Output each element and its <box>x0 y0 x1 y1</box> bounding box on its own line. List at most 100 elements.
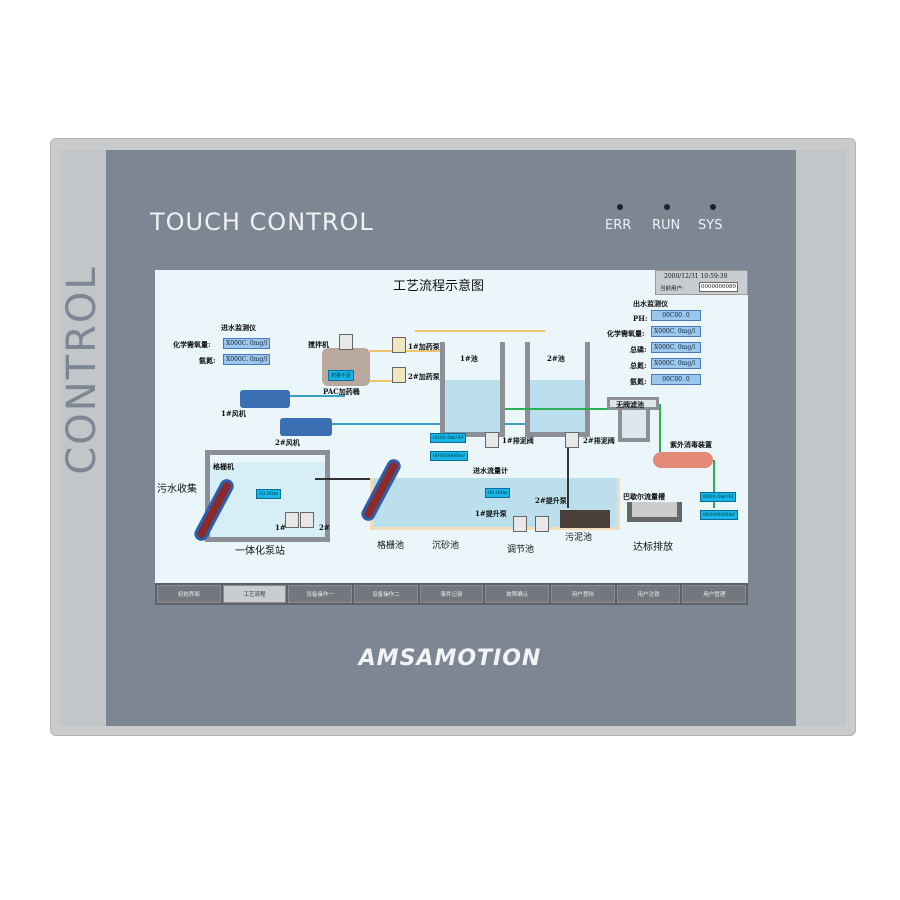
grit-pool-label: 沉砂池 <box>432 541 460 551</box>
inlet-nh3-label: 氨氮: <box>199 356 216 365</box>
outlet-tp-label: 总磷: <box>630 345 647 354</box>
current-user-value[interactable]: 0000000080 <box>699 282 738 292</box>
outlet-ph-label: PH: <box>633 314 648 323</box>
brand-text: TOUCH CONTROL <box>150 208 374 236</box>
outlet-tp-value: X000C. 0mg/l <box>651 342 701 353</box>
sludge-pipe <box>567 448 569 508</box>
dosing-pump-1-label: 1#加药泵 <box>408 342 440 351</box>
station-pump-2-label: 2# <box>319 523 330 532</box>
blower-2-icon[interactable] <box>280 418 332 436</box>
station-pump-1-icon[interactable] <box>285 512 299 528</box>
station-pump-1-label: 1# <box>275 523 286 532</box>
discharge-label: 达标排放 <box>633 542 673 553</box>
tab-fault-ack[interactable]: 故障确认 <box>485 585 550 603</box>
current-user-label: 当前用户: <box>660 286 684 292</box>
filter-body <box>618 410 650 442</box>
uv-label: 紫外消毒装置 <box>670 440 712 449</box>
inlet-monitor-title: 进水监测仪 <box>221 323 256 332</box>
blower-1-label: 1#风机 <box>221 409 246 418</box>
dose-pipe <box>370 350 445 352</box>
run-led-icon <box>664 204 670 210</box>
parshall-flume <box>627 502 682 522</box>
outlet-tn-value: X000C. 0mg/l <box>651 358 701 369</box>
blower-2-label: 2#风机 <box>275 438 300 447</box>
tank-1-label: 1#池 <box>460 354 478 363</box>
sludge-valve-2-icon[interactable] <box>565 432 579 448</box>
outlet-tn-label: 总氮: <box>630 361 647 370</box>
pump-station <box>205 450 330 542</box>
err-led-label: ERR <box>605 218 632 233</box>
tab-process-flow[interactable]: 工艺流程 <box>222 585 287 603</box>
page-title: 工艺流程示意图 <box>393 279 485 294</box>
left-side-strip <box>60 150 106 726</box>
hmi-screen: 工艺流程示意图 2000/12/31 10:59:39 当前用户: 000000… <box>155 270 748 605</box>
tank-2 <box>525 342 590 437</box>
outlet-ph-value: 00C00. 0 <box>651 310 701 321</box>
inlet-cod-label: 化学需氧量: <box>173 340 211 349</box>
tank-2-label: 2#池 <box>547 354 565 363</box>
station-level-value: 00.00m <box>256 489 282 499</box>
valveless-filter-label: 无阀滤池 <box>616 400 644 409</box>
tank-1 <box>440 342 505 437</box>
tab-event-log[interactable]: 事件记录 <box>419 585 484 603</box>
dose-pipe <box>370 380 394 382</box>
green-pipe <box>505 408 615 410</box>
outlet-nh3-label: 氨氮: <box>630 377 647 386</box>
inlet-cod-value: X000C. 0mg/l <box>223 338 271 349</box>
tab-user-login[interactable]: 用户登陆 <box>551 585 615 603</box>
dosing-pump-2-icon[interactable] <box>392 367 406 383</box>
run-led-label: RUN <box>652 218 681 233</box>
lift-pump-1-icon[interactable] <box>513 516 527 532</box>
air-pipe <box>332 423 542 425</box>
dosing-pump-1-icon[interactable] <box>392 337 406 353</box>
air-pipe <box>290 395 345 397</box>
grid-pool-label: 格栅池 <box>377 541 405 551</box>
mixer-icon <box>339 334 353 350</box>
right-side-strip <box>796 150 846 726</box>
sewage-pipe <box>315 478 415 480</box>
tab-device-op-2[interactable]: 设备操作二 <box>354 585 418 603</box>
uv-device-icon[interactable] <box>653 452 713 468</box>
dosing-pump-2-label: 2#加药泵 <box>408 372 440 381</box>
sludge-valve-2-label: 2#排泥阀 <box>583 436 615 445</box>
err-led-icon <box>617 204 623 210</box>
sys-led-label: SYS <box>698 218 723 233</box>
green-pipe <box>659 404 661 454</box>
outlet-nh3-value: 00C00. 0 <box>651 374 701 385</box>
lift-pump-2-icon[interactable] <box>535 516 549 532</box>
screen-machine-label: 格栅机 <box>213 462 234 471</box>
datetime: 2000/12/31 10:59:39 <box>664 273 728 280</box>
tab-user-manage[interactable]: 用户管理 <box>682 585 747 603</box>
outlet-cod-label: 化学需氧量: <box>607 329 645 338</box>
lift-pump-2-label: 2#提升泵 <box>535 496 567 505</box>
tab-home[interactable]: 初始界面 <box>157 585 221 603</box>
outlet-monitor-title: 出水监测仪 <box>633 299 668 308</box>
sludge <box>560 510 610 528</box>
tab-user-logout[interactable]: 用户注销 <box>616 585 681 603</box>
side-label-touch: TOUCH <box>749 453 795 607</box>
parshall-label: 巴歇尔流量槽 <box>623 492 665 501</box>
inlet-nh3-value: X000C. 0mg/l <box>223 354 271 365</box>
sewage-collection-label: 污水收集 <box>157 484 197 495</box>
outlet-total-value: 00000000m³ <box>700 510 739 520</box>
flowmeter-label: 进水流量计 <box>473 466 508 475</box>
bottom-nav: 初始界面 工艺流程 设备操作一 设备操作二 事件记录 故障确认 用户登陆 用户注… <box>155 583 748 605</box>
dose-pipe <box>415 330 545 332</box>
tab-device-op-1[interactable]: 设备操作一 <box>288 585 353 603</box>
sys-led-icon <box>710 204 716 210</box>
sludge-valve-1-icon[interactable] <box>485 432 499 448</box>
sludge-pool-label: 污泥池 <box>565 533 593 543</box>
pac-tank-label: PAC加药桶 <box>323 387 360 396</box>
regulating-level-value: 00.00m <box>485 488 511 498</box>
outlet-flow-value: 0000.0m³/H <box>700 492 737 502</box>
amsamotion-logo: AMSAMOTION <box>358 646 542 671</box>
sludge-valve-1-label: 1#排泥阀 <box>502 436 534 445</box>
station-pump-2-icon[interactable] <box>300 512 314 528</box>
regulating-pool-label: 调节池 <box>507 545 535 555</box>
low-dose-alarm: 药量不足 <box>328 370 355 381</box>
inlet-total-value: 00000000m³ <box>430 451 469 461</box>
side-label-control: CONTROL <box>59 265 105 475</box>
mixer-label: 搅拌机 <box>308 340 329 349</box>
pump-station-label: 一体化泵站 <box>235 546 285 557</box>
blower-1-icon[interactable] <box>240 390 290 408</box>
